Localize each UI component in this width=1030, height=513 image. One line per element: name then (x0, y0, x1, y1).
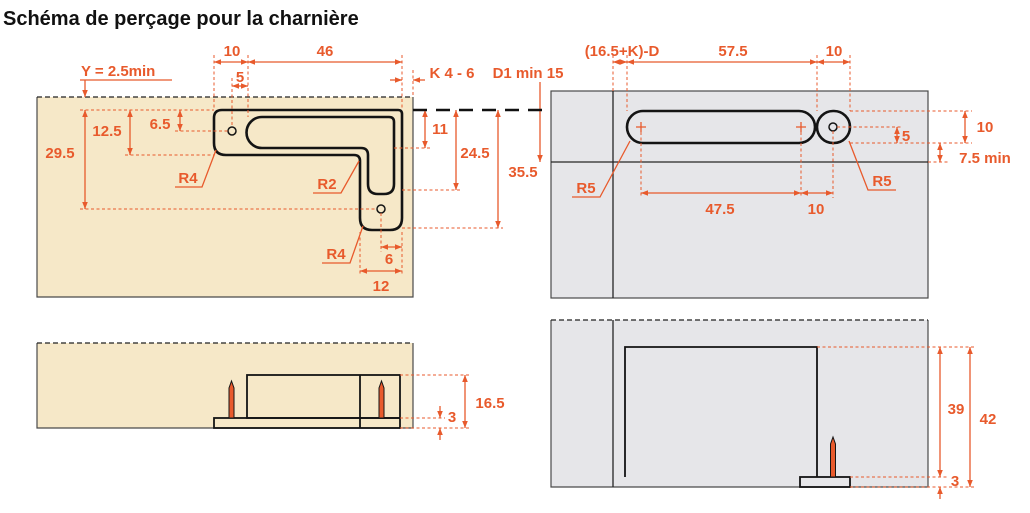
dim-label: D1 min 15 (493, 65, 564, 82)
dim-label: 6 (385, 251, 393, 268)
dim-label: 6.5 (150, 116, 171, 133)
door-plan-reference-lines (80, 55, 503, 276)
door-section-view: 16.5 3 (36, 342, 505, 440)
screw (830, 435, 836, 478)
frame-plan-reference-lines (612, 55, 972, 198)
door-panel-edges (36, 97, 414, 298)
dim-label: 10 (224, 43, 241, 60)
frame-slot-long (625, 109, 817, 145)
dim-label: 12 (373, 278, 390, 295)
radius-label: R5 (872, 173, 891, 190)
frame-plan-view: (16.5+K)-D 57.5 10 R5 R5 47.5 10 5 10 7.… (550, 43, 1011, 299)
dim-label: Y = 2.5min (81, 63, 155, 80)
frame-panel-edges (550, 90, 929, 299)
frame-base-plate (799, 476, 851, 488)
frame-plan-labels: (16.5+K)-D 57.5 10 R5 R5 47.5 10 5 10 7.… (576, 43, 1010, 218)
dim-label: 10 (977, 119, 994, 136)
door-plan-dimension-lines (80, 59, 543, 274)
dim-label: 47.5 (705, 201, 734, 218)
dim-label: 10 (826, 43, 843, 60)
door-plan-view: 10 46 5 Y = 2.5min 12.5 6.5 29.5 R4 R2 R… (36, 43, 563, 298)
dim-label: 16.5 (475, 395, 504, 412)
dim-label: K 4 - 6 (429, 65, 474, 82)
dim-label: 46 (317, 43, 334, 60)
dim-label: 11 (432, 121, 448, 138)
radius-leader-r4-leg (322, 225, 364, 264)
dim-label: 10 (808, 201, 825, 218)
screw (378, 379, 385, 419)
door-plan-labels: 10 46 5 Y = 2.5min 12.5 6.5 29.5 R4 R2 R… (45, 43, 563, 295)
radius-label: R4 (178, 170, 198, 187)
frame-plan-dimension-lines (572, 59, 968, 198)
dim-label: 7.5 min (959, 150, 1011, 167)
hole-center-mark (796, 122, 806, 132)
hinge-base-plate (213, 417, 401, 429)
radius-label: R4 (326, 246, 346, 263)
page-title: Schéma de perçage pour la charnière (3, 8, 359, 30)
frame-section-view: 39 42 3 (550, 319, 997, 499)
hinge-plate-recess (245, 115, 396, 196)
dim-label: 5 (902, 128, 910, 145)
door-panel (37, 97, 413, 297)
dim-label: 57.5 (718, 43, 747, 60)
frame-section-panel (551, 320, 928, 487)
radius-label: R5 (576, 180, 595, 197)
dim-label: 3 (951, 473, 959, 490)
dim-label: 42 (980, 411, 997, 428)
dim-label: (16.5+K)-D (585, 43, 660, 60)
radius-leader-r4-top (175, 149, 217, 188)
frame-recess-outline (624, 346, 818, 477)
hinge-hole-top (227, 126, 237, 136)
door-section-panel (37, 343, 413, 428)
dim-label: 39 (948, 401, 965, 418)
radius-label: R2 (317, 176, 336, 193)
dim-label: 24.5 (460, 145, 489, 162)
hinge-plate-outline (212, 108, 404, 232)
dim-label: 35.5 (508, 164, 537, 181)
radius-leader-r5-right (848, 140, 896, 191)
frame-panel (551, 91, 928, 298)
dim-label: 5 (236, 69, 244, 86)
dim-label: 3 (448, 409, 456, 426)
radius-leader-r5-left (572, 140, 631, 198)
dim-label: 29.5 (45, 145, 74, 162)
radius-leader-r2 (313, 160, 360, 194)
dim-label: 12.5 (92, 123, 121, 140)
screw (228, 379, 235, 419)
hole-center-mark (636, 122, 646, 132)
frame-section-edges (550, 320, 929, 488)
